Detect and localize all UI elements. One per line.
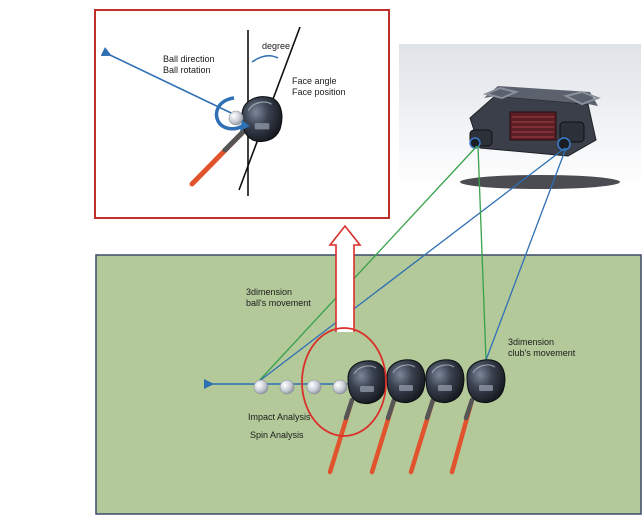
club-movement-label-line2: club's movement <box>508 348 576 358</box>
club-camera-green-line <box>477 145 487 361</box>
ball-rotation-label: Ball rotation <box>163 65 211 75</box>
camera-sensor-device-icon <box>399 44 641 190</box>
ball-rotation-arrow <box>214 96 243 131</box>
golf-driver-head-icon <box>386 359 426 404</box>
ball-camera-green-line <box>257 145 478 383</box>
golf-ball-icon <box>253 379 269 395</box>
face-position-label: Face position <box>292 87 346 97</box>
detail-callout-arrow <box>328 224 362 332</box>
degree-label: degree <box>262 41 290 51</box>
ball-direction-arrow <box>100 47 251 123</box>
ball-camera-blue-line <box>257 147 566 383</box>
golf-driver-head-icon <box>241 95 283 143</box>
face-angle-label: Face angle <box>292 76 337 86</box>
spin-analysis-label: Spin Analysis <box>250 430 304 440</box>
golf-driver-head-icon <box>347 360 387 405</box>
golf-ball-icon <box>332 379 348 395</box>
golf-ball-icon <box>228 110 244 126</box>
club-shafts <box>327 397 475 475</box>
club-movement-label-line1: 3dimension <box>508 337 554 347</box>
impact-zone-highlight <box>301 327 387 437</box>
degree-arc <box>251 54 279 63</box>
ball-direction-label: Ball direction <box>163 54 215 64</box>
ball-movement-label-line2: ball's movement <box>246 298 311 308</box>
golf-ball-icon <box>306 379 322 395</box>
golf-driver-head-icon <box>466 359 506 404</box>
impact-analysis-label: Impact Analysis <box>248 412 311 422</box>
golf-ball-icon <box>279 379 295 395</box>
golf-driver-head-icon <box>425 359 465 404</box>
club-camera-blue-line <box>485 147 567 361</box>
ball-movement-label-line1: 3dimension <box>246 287 292 297</box>
